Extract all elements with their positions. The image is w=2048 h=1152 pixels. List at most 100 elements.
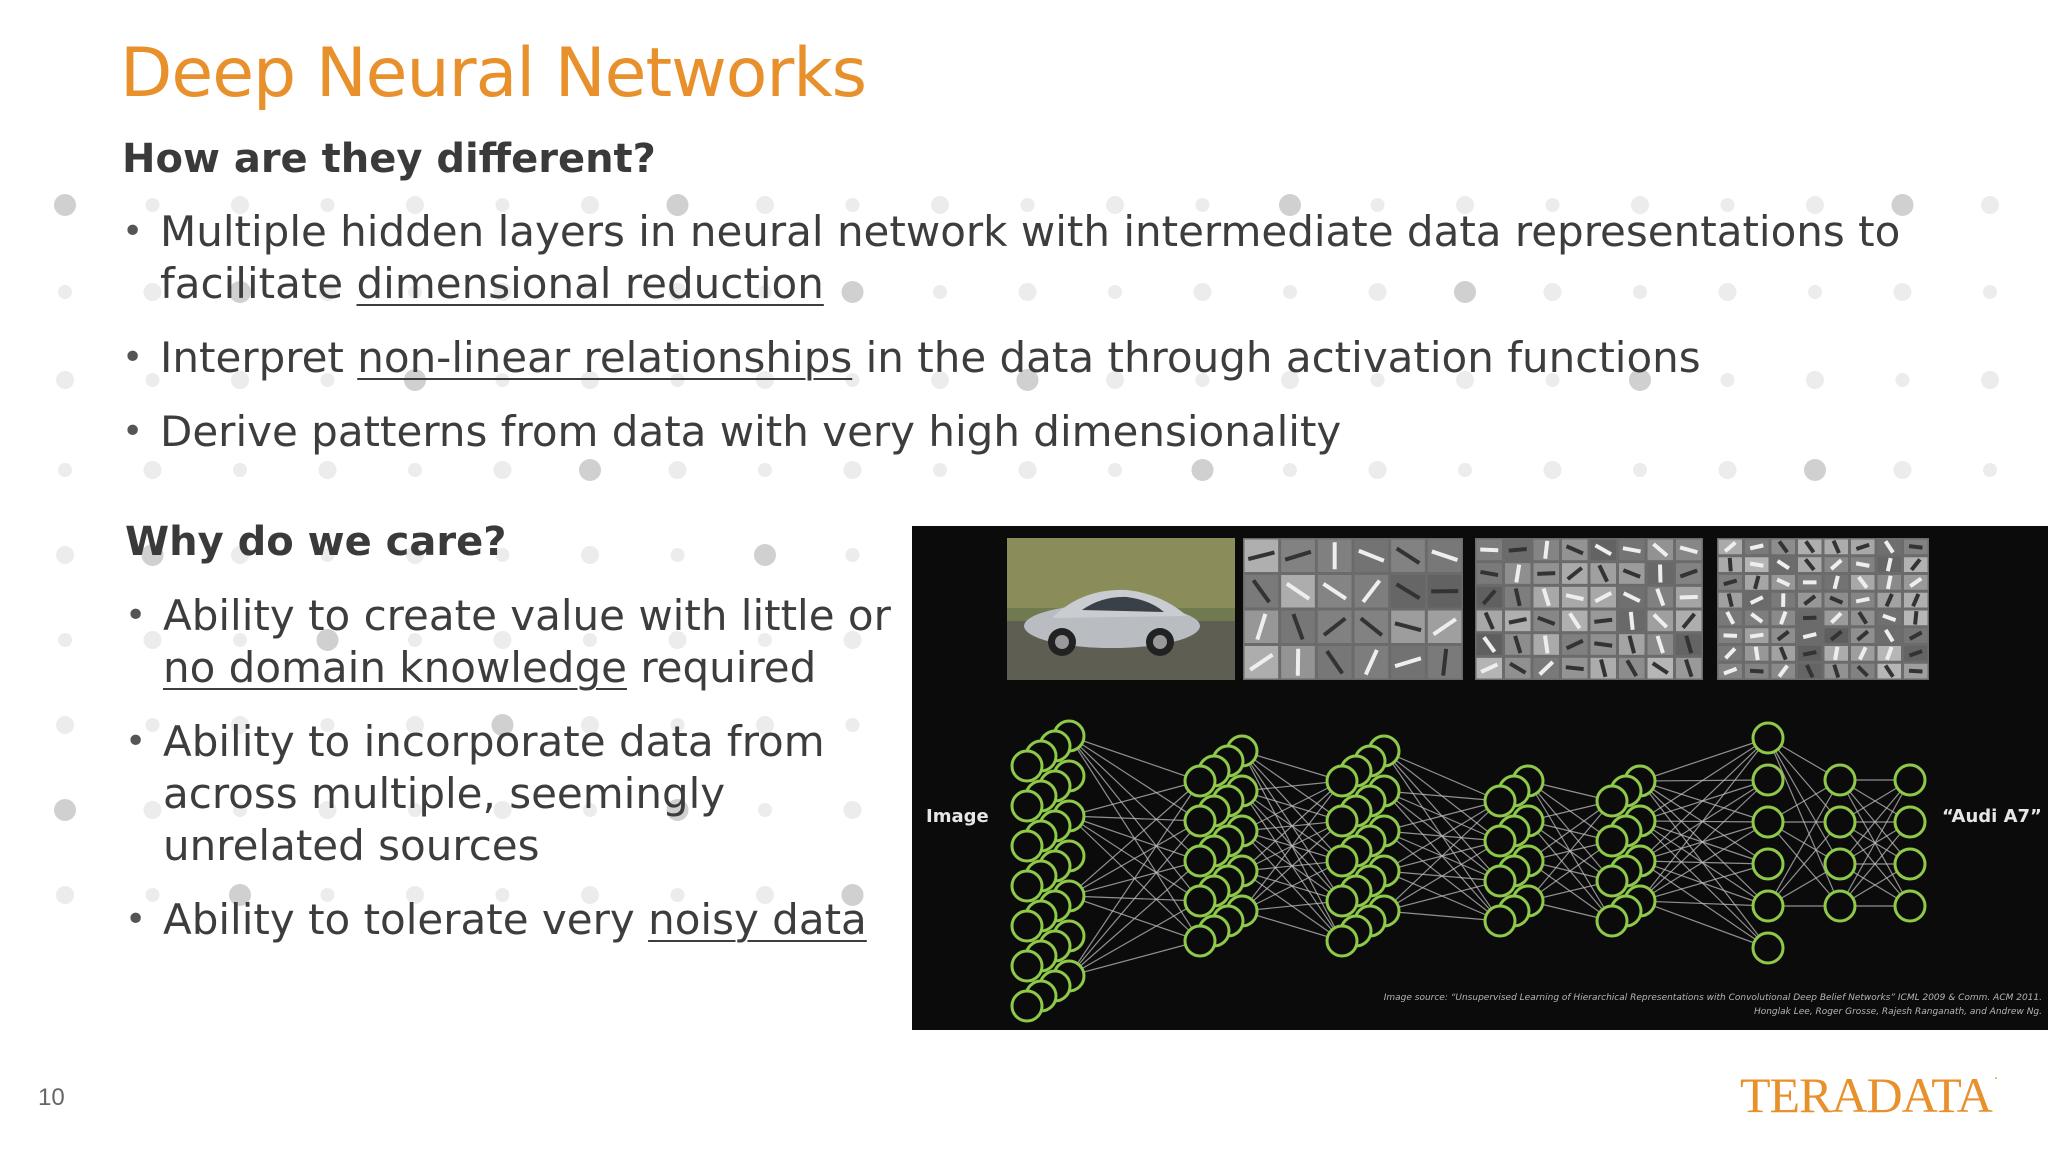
feature-stroke [1723, 666, 1738, 676]
section-heading-why-care: Why do we care? [125, 519, 507, 565]
feature-stroke [1361, 579, 1382, 604]
network-edge [1527, 800, 1613, 902]
network-node [1595, 784, 1629, 818]
feature-stroke [1753, 575, 1761, 590]
network-edge [1639, 779, 1769, 822]
network-edge [1639, 737, 1769, 862]
background-dot [581, 546, 599, 564]
slide-title: Deep Neural Networks [120, 34, 867, 113]
feature-stroke [1753, 646, 1760, 661]
feature-stroke [1480, 569, 1499, 578]
feature-stroke [1565, 665, 1584, 672]
feature-stroke [1358, 548, 1385, 563]
background-dot [58, 463, 72, 477]
image-source-caption: Image source: “Unsupervised Learning of … [1384, 993, 2042, 1003]
bullet-list-why-care: Ability to create value with little or n… [125, 590, 895, 968]
network-node [1823, 847, 1857, 881]
network-edge [1639, 860, 1769, 865]
feature-stroke [1625, 659, 1638, 677]
feature-stroke [1359, 616, 1384, 637]
network-edge [1068, 820, 1201, 977]
network-node [1893, 847, 1927, 881]
network-edge [1839, 821, 1911, 907]
background-dot [845, 548, 860, 562]
network-edge [1383, 790, 1501, 802]
network-node [1595, 904, 1629, 938]
network-edge [1068, 735, 1201, 822]
feature-stroke [1542, 635, 1550, 654]
underlined-term: dimensional reduction [356, 259, 824, 308]
feature-stroke [1855, 542, 1870, 551]
feature-stroke [1749, 561, 1764, 568]
feature-stroke [1565, 544, 1584, 556]
feature-stroke [1884, 628, 1895, 643]
feature-stroke [1652, 613, 1669, 629]
logo-text: TERADATA [1740, 1067, 1993, 1123]
network-edge [1639, 900, 1769, 907]
feature-stroke [1541, 587, 1551, 607]
network-edge [1068, 815, 1201, 822]
network-edge [1068, 735, 1201, 782]
feature-stroke [1803, 594, 1817, 606]
background-dot [754, 544, 776, 566]
feature-stroke [1858, 646, 1868, 661]
network-node [1823, 889, 1857, 923]
network-node [1595, 864, 1629, 898]
feature-stroke [1628, 611, 1635, 630]
feature-stroke [1566, 566, 1584, 581]
background-dot [1981, 196, 1999, 214]
feature-stroke [1830, 611, 1843, 625]
network-node [1751, 931, 1785, 965]
network-node [1183, 844, 1217, 878]
network-edge [1767, 737, 1841, 823]
feature-stroke [1885, 557, 1893, 572]
feature-stroke [1909, 558, 1922, 572]
car-photo [1007, 538, 1235, 680]
feature-stroke [1684, 658, 1694, 678]
feature-stroke [1749, 595, 1764, 605]
feature-stroke [1622, 591, 1641, 603]
feature-stroke [1249, 653, 1274, 672]
feature-stroke [1441, 648, 1449, 676]
feature-stroke [1568, 612, 1582, 630]
background-dot [1981, 371, 1999, 389]
feature-stroke [1884, 646, 1894, 661]
network-edge [1241, 900, 1343, 912]
network-edge [1383, 910, 1501, 922]
feature-stroke [1508, 547, 1527, 553]
network-edge [1639, 737, 1769, 902]
network-edge [1383, 840, 1501, 912]
network-edge [1767, 821, 1841, 907]
background-dot [1633, 463, 1647, 477]
bullet-item: Ability to incorporate data from across … [125, 716, 895, 872]
network-node [1893, 763, 1927, 797]
network-edge [1383, 800, 1501, 912]
output-label: “Audi A7” [1942, 806, 2042, 827]
feature-stroke [1651, 661, 1669, 675]
feature-stroke [1857, 611, 1869, 625]
network-edge [1639, 860, 1769, 949]
feature-stroke [1776, 577, 1791, 588]
network-edge [1068, 780, 1201, 817]
feature-stroke [1395, 582, 1421, 600]
network-edge [1241, 780, 1343, 872]
background-dot [1283, 463, 1297, 477]
network-node [1010, 789, 1044, 823]
slide-number: 10 [38, 1084, 65, 1111]
network-node [1751, 805, 1785, 839]
feature-stroke [1395, 546, 1421, 565]
network-edge [1639, 821, 1769, 862]
network-edge [1639, 780, 1769, 949]
network-edge [1639, 780, 1769, 823]
feature-stroke [1543, 540, 1550, 559]
network-node [1595, 824, 1629, 858]
network-edge [1068, 900, 1201, 977]
feature-stroke [1509, 661, 1527, 675]
feature-stroke [1723, 578, 1738, 587]
network-edge [1839, 779, 1911, 907]
network-edge [1639, 860, 1769, 907]
network-node [1183, 764, 1217, 798]
feature-stroke [1833, 646, 1840, 661]
background-dot [56, 716, 74, 734]
feature-stroke [1855, 561, 1870, 568]
